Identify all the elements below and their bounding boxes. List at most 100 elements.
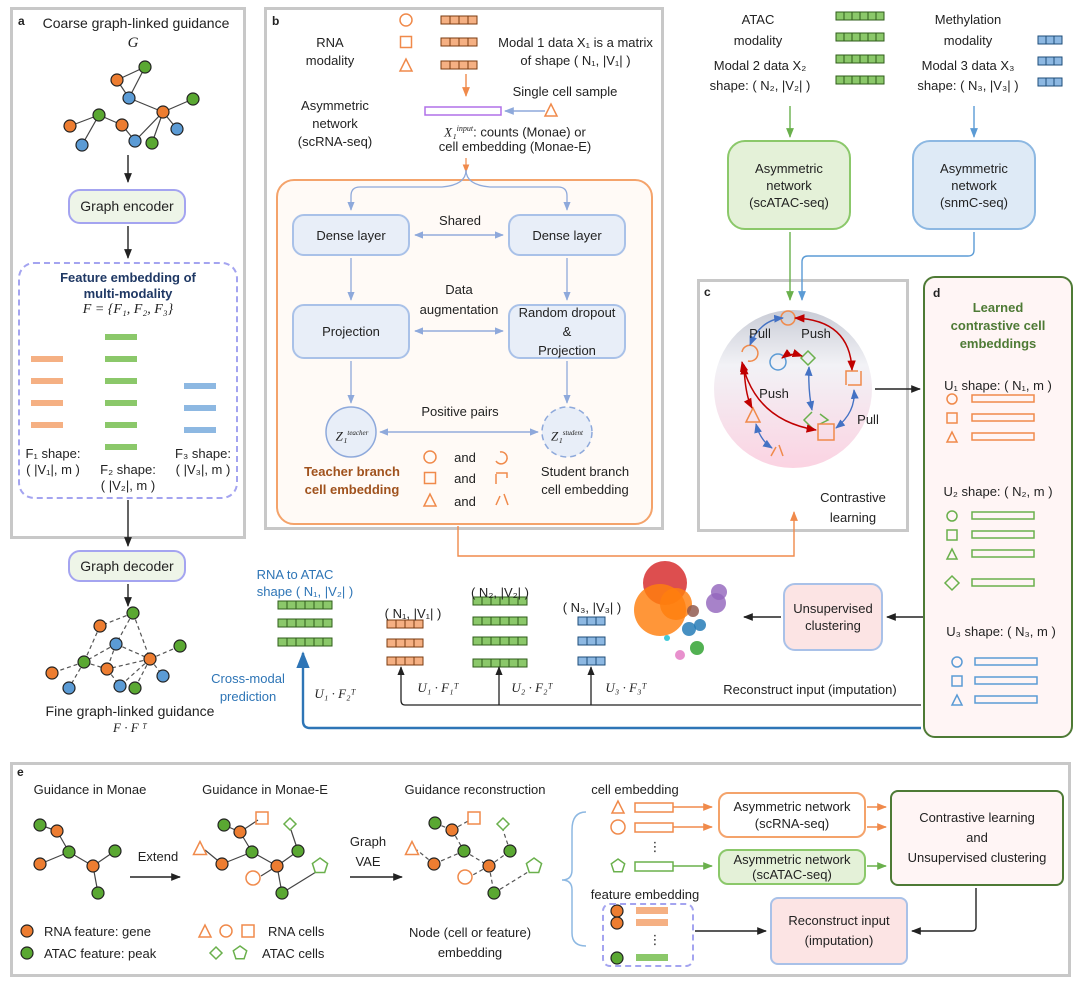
umap-cluster	[711, 584, 727, 600]
rna-to-atac-2: shape ( N₁, |V₂| )	[256, 584, 354, 599]
modal3-desc-2: shape: ( N₃, |V₃| )	[917, 78, 1019, 93]
n2v2-block	[517, 616, 528, 626]
meth-feature-block	[184, 383, 192, 389]
rna-feature-block	[31, 400, 39, 406]
atac-data-block	[867, 75, 877, 85]
atac-feature-block	[105, 422, 113, 428]
legend-rna-square-icon	[241, 924, 255, 938]
atac-data-block	[835, 54, 845, 64]
d-u1-triangle-icon	[945, 430, 959, 443]
push-arrow-1	[793, 314, 856, 372]
fine-graph-node	[156, 669, 170, 683]
u3-bar	[974, 676, 1038, 685]
u2-bar	[971, 530, 1035, 539]
atac-data-block	[851, 32, 861, 42]
atac-data-block	[835, 11, 845, 21]
learned-title-1: Learned	[972, 300, 1024, 315]
dense-layer-left-label: Dense layer	[316, 227, 386, 243]
umap-cluster	[664, 635, 670, 641]
guidance-e-node	[245, 845, 259, 859]
meth-data-block	[1045, 56, 1055, 66]
student-triangle-icon	[495, 493, 509, 506]
z-teacher-node	[325, 406, 377, 458]
meth-feature-block	[184, 427, 192, 433]
shared-label: Shared	[439, 213, 481, 228]
projection-box: Projection	[292, 304, 410, 359]
meth-modality-1: Methylation	[934, 12, 1002, 27]
n2v2-block	[517, 636, 528, 646]
u2-shape: U₂ shape: ( N₂, m )	[943, 484, 1053, 499]
rna-to-atac-block	[277, 600, 288, 610]
asym-net-meth-3: (snmC-seq)	[940, 194, 1008, 210]
asym-net-atac-e-1: Asymmetric network	[733, 852, 851, 867]
asym-net-atac-3: (scATAC-seq)	[749, 194, 829, 210]
atac-feature-block	[105, 334, 113, 340]
meth-data-block	[1053, 35, 1063, 45]
atac-feature-block	[113, 356, 121, 362]
ce-circle-icon	[610, 819, 626, 835]
dense-layer-right-label: Dense layer	[532, 227, 602, 243]
extend-label: Extend	[137, 849, 179, 864]
data-augmentation-1: Data	[445, 282, 473, 297]
meth-data-block	[1037, 35, 1047, 45]
fe-atac-block	[652, 954, 660, 961]
u1-shape: U₁ shape: ( N₁, m )	[944, 378, 1052, 393]
recon-edge	[433, 850, 465, 865]
reconstruct-label: Reconstruct input (imputation)	[723, 682, 897, 697]
feature-embedding-dashed-box-e	[602, 903, 694, 967]
recon-node	[428, 816, 442, 830]
d-u3-circle-icon	[951, 656, 963, 668]
rna-feature-block	[39, 422, 47, 428]
d-u1-square-icon	[946, 412, 958, 424]
rna-data-block	[449, 37, 460, 47]
u2-bar	[971, 511, 1035, 520]
projection-label: Projection	[322, 324, 380, 339]
modal2-desc-2: shape: ( N₂, |V₂| )	[709, 78, 811, 93]
teacher-branch-1: Teacher branch	[304, 464, 400, 479]
n3v3-block	[586, 616, 597, 626]
fine-graph-node	[109, 637, 123, 651]
feature-embedding-box	[18, 262, 238, 499]
cl-label-2: and	[966, 830, 988, 845]
asym-net-atac-1: Asymmetric	[755, 160, 823, 176]
feature-embedding-title-1: Feature embedding of	[60, 270, 196, 285]
node-embedding-1: Node (cell or feature)	[408, 925, 532, 940]
single-cell-triangle-icon	[543, 102, 559, 117]
atac-data-block	[875, 11, 885, 21]
graph-node	[115, 118, 129, 132]
fine-graph-node	[62, 681, 76, 695]
fine-graph-node	[113, 679, 127, 693]
n1v1-block	[413, 656, 424, 666]
fine-guidance-title: Fine graph-linked guidance	[45, 703, 215, 719]
ellipsis-cell: ⋮	[648, 839, 662, 854]
umap-cluster	[687, 605, 699, 617]
feature-embedding-title-2: multi-modality	[83, 286, 173, 301]
ce-bar	[634, 822, 674, 833]
cell-embedding-label: cell embedding	[591, 782, 679, 797]
guidance-node	[33, 857, 47, 871]
unsupervised-label-1: Unsupervised	[793, 601, 873, 616]
fe-atac-block	[644, 954, 652, 961]
fe-rna-block	[652, 907, 660, 914]
rna-data-block	[449, 15, 460, 25]
meth-feature-block	[208, 405, 216, 411]
rna-cell-triangle-icon	[398, 57, 414, 72]
guidance-monae-title: Guidance in Monae	[33, 782, 147, 797]
guidance-e-node	[217, 818, 231, 832]
guidance-e-node	[275, 886, 289, 900]
graph-node	[138, 60, 152, 74]
panel-d-label: d	[933, 286, 941, 300]
meth-data-block	[1037, 77, 1047, 87]
legend-rna-cells: RNA cells	[268, 924, 325, 939]
atac-data-block	[875, 32, 885, 42]
n1v1-block	[386, 638, 397, 648]
recon-label-2: (imputation)	[804, 933, 874, 948]
modal1-desc-2: of shape ( N₁, |V₁| )	[520, 53, 631, 68]
z-teacher-symbol: Z₁	[335, 428, 348, 444]
guidance-e-node	[233, 825, 247, 839]
c-aug-circle-icon	[741, 344, 759, 362]
rna-to-atac-block	[277, 618, 288, 628]
fe-rna-block	[636, 907, 644, 914]
recon-node	[482, 859, 496, 873]
